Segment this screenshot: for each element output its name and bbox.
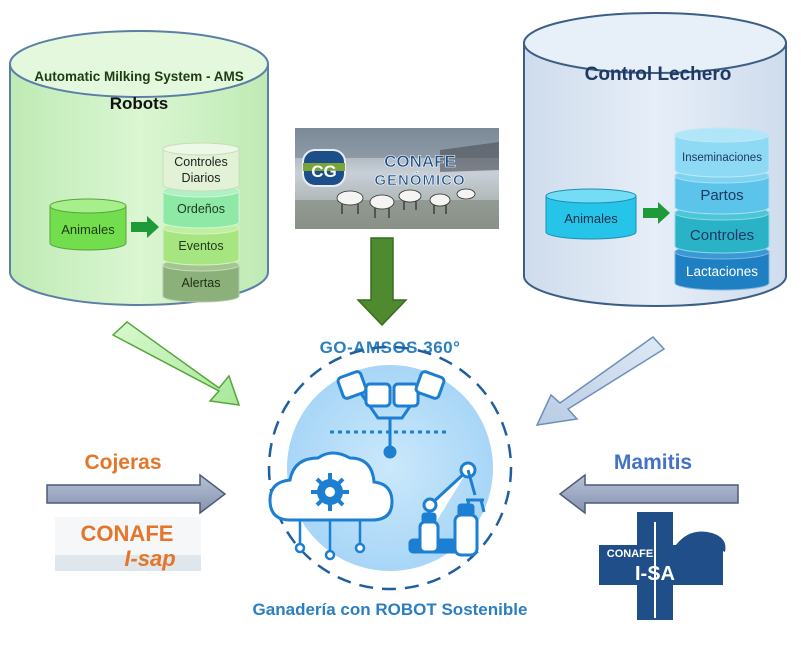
cojeras-label: Cojeras <box>84 451 161 474</box>
arrow-from-control <box>535 336 666 426</box>
ams-stack-alertas: Alertas <box>182 276 221 290</box>
center-title: GO-AMSOS 360° <box>320 338 461 357</box>
conafe-genomico-line2: GENÓMICO <box>374 171 465 189</box>
cloud-gear-icon <box>268 451 394 561</box>
ams-stack-diarios: Diarios <box>182 171 221 185</box>
control-arrow-icon <box>643 202 670 224</box>
ams-animales-db <box>49 198 127 251</box>
control-animales-label: Animales <box>564 211 618 226</box>
control-stack-lactaciones: Lactaciones <box>686 264 758 279</box>
ams-stack-ordenos: Ordeños <box>177 202 225 216</box>
arrow-down-genomico <box>356 237 408 327</box>
mamitis-label: Mamitis <box>614 451 692 474</box>
robot-arm-top-icon <box>330 370 450 459</box>
control-animales-db <box>545 188 637 240</box>
ams-animales-label: Animales <box>61 222 115 237</box>
conafe-genomico-logo <box>295 128 499 229</box>
ams-arrow-icon <box>131 216 159 238</box>
conafe-genomico-mark: CG <box>311 162 337 181</box>
control-stack-controles: Controles <box>690 227 754 244</box>
conafe-isap-line2: I-sap <box>124 546 175 571</box>
center-caption: Ganadería con ROBOT Sostenible <box>253 600 528 619</box>
control-title: Control Lechero <box>585 64 732 85</box>
ams-stack-controles: Controles <box>174 155 228 169</box>
cows-photo <box>336 188 476 210</box>
ams-title: Automatic Milking System - AMS <box>34 69 244 84</box>
control-stack-inseminaciones: Inseminaciones <box>682 152 762 164</box>
conafe-isa-line1: CONAFE <box>607 548 653 560</box>
ams-subtitle: Robots <box>110 94 169 113</box>
dashed-ring <box>267 345 513 591</box>
arrow-from-cojeras <box>46 473 227 515</box>
conafe-isap-line1: CONAFE <box>81 521 174 546</box>
arrow-from-mamitis <box>558 473 739 515</box>
conafe-isap-logo <box>55 517 201 571</box>
industrial-robot-icon <box>408 461 486 557</box>
conafe-isa-line2: I-SA <box>635 563 675 585</box>
ams-stack <box>162 142 240 303</box>
control-stack-partos: Partos <box>700 187 743 204</box>
control-stack <box>674 127 770 291</box>
conafe-genomico-line1: CONAFE <box>384 152 456 171</box>
ams-stack-eventos: Eventos <box>178 239 223 253</box>
conafe-isa-logo <box>599 512 726 620</box>
arrow-from-ams <box>111 321 241 406</box>
